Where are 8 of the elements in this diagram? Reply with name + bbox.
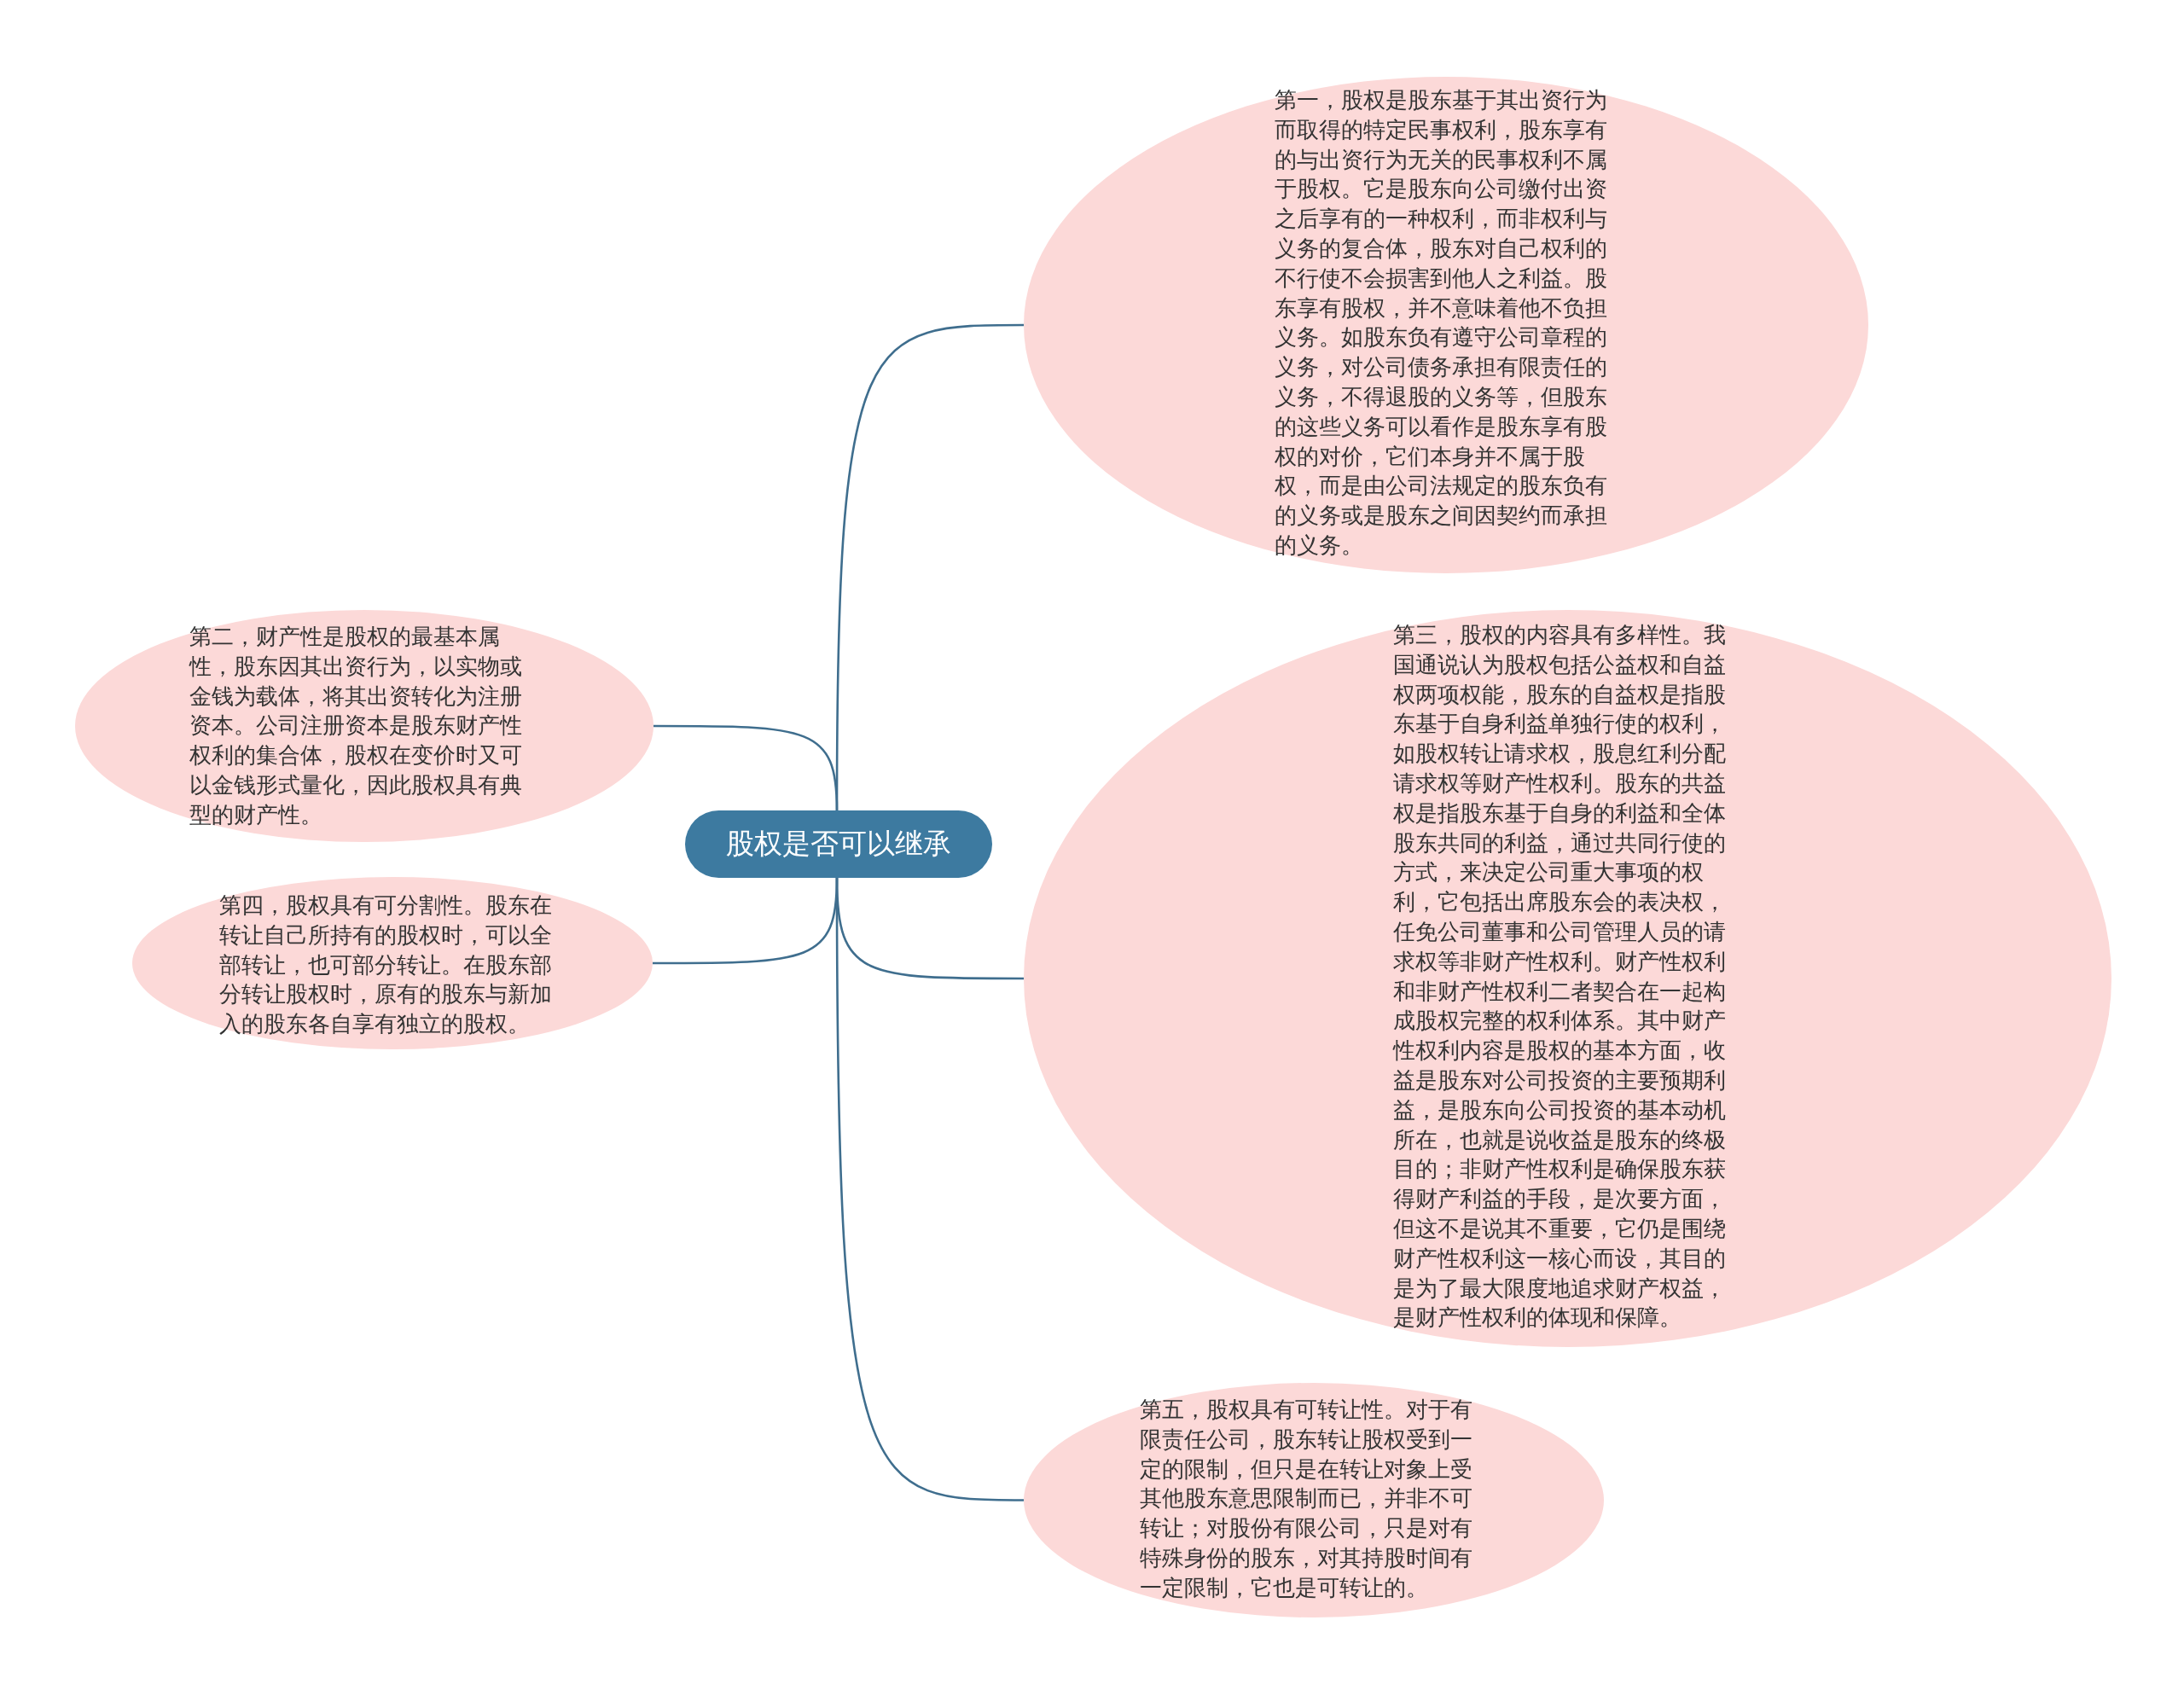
connector-line: [835, 878, 1024, 1501]
topic-text: 第一，股权是股东基于其出资行为而取得的特定民事权利，股东享有的与出资行为无关的民事权利不属于股权。它是股东向公司缴付出资之后享有的一种权利，而非权利与义务的复合体，股东对自己权利的不行使不会损害到他人之利益。股东享有股权，并不意味着他不负担义务。如股东负有遵守公司章程的义务，对公司债务承担有限责任的义务，不得退股的义务等，但股东的这些义务可以看作是股东享有股权的对价，它们本身并不属于股权，而是由公司法规定的股东负有的义务或是股东之间因契约而承担的义务。: [1275, 86, 1608, 560]
topic-text: 第二，财产性是股权的最基本属性，股东因其出资行为，以实物或金钱为载体，将其出资转化为注册资本。公司注册资本是股东财产性权利的集合体，股权在变价时又可以金钱形式量化，因此股权具有典型的财产性。: [189, 623, 523, 829]
topic-title: 股权是否可以继承: [726, 826, 951, 862]
topic-text: 第四，股权具有可分割性。股东在转让自己所持有的股权时，可以全部转让，也可部分转让。在股东部分转让股权时，原有的股东与新加入的股东各自享有独立的股权。: [219, 891, 553, 1039]
topic-text: 第三，股权的内容具有多样性。我国通说认为股权包括公益权和自益权两项权能，股东的自益权是指股东基于自身利益单独行使的权利，如股权转让请求权，股息红利分配请求权等财产性权利。股东的共益权是指股东基于自身的利益和全体股东共同的利益，通过共同行使的方式，来决定公司重大事项的权利，它包括出席股东会的表决权，任免公司董事和公司管理人员的请求权等非财产性权利。财产性权利和非财产性权利二者契合在一起构成股权完整的权利体系。其中财产性权利内容是股权的基本方面，收益是股东对公司投资的主要预期利益，是股东向公司投资的基本动机所在，也就是说收益是股东的终极目的；非财产性权利是确保股东获得财产利益的手段，是次要方面，但这不是说其不重要，它仍是围绕财产性权利这一核心而设，其目的是为了最大限度地追求财产权益，是财产性权利的体现和保障。: [1393, 621, 1727, 1333]
connector-line: [653, 724, 839, 811]
topic-text: 第五，股权具有可转让性。对于有限责任公司，股东转让股权受到一定的限制，但只是在转让对象上受其他股东意思限制而已，并非不可转让；对股份有限公司，只是对有特殊身份的股东，对其持股时间有一定限制，它也是可转让的。: [1140, 1396, 1473, 1602]
